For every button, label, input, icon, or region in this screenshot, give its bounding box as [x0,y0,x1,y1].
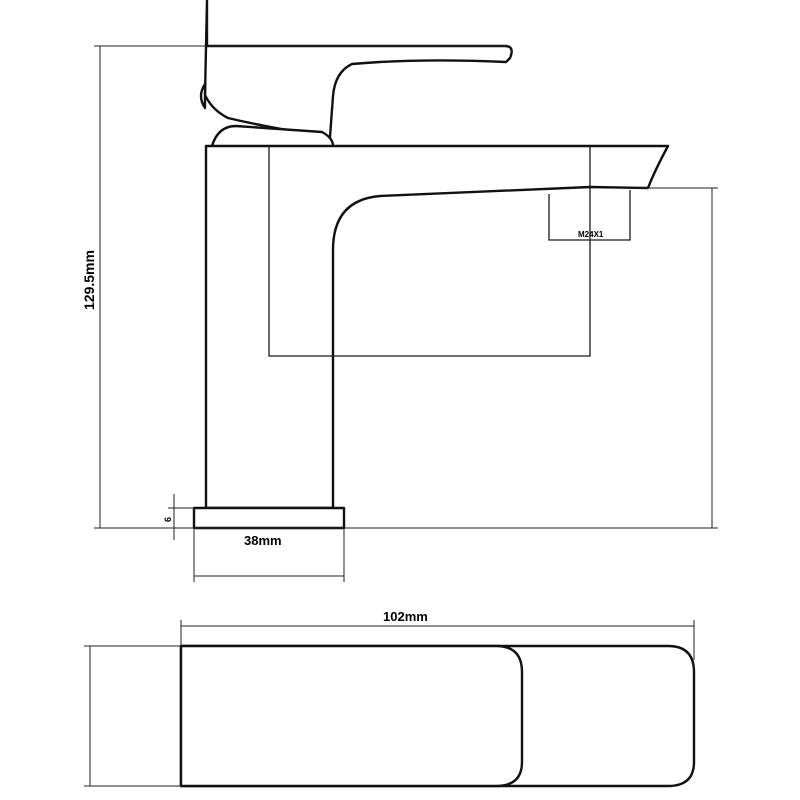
handle-lever [203,0,513,139]
outlet-height-dimension [640,187,718,528]
internal-waterway [268,146,591,357]
aerator-thread [548,190,631,241]
base-width-dimension: 38mm [193,528,345,582]
height-dimension: 129.5mm [81,45,718,529]
length-label: 102mm [383,609,428,624]
side-elevation: M24X1 [192,0,670,530]
plan-handle-outline [179,644,524,788]
length-dimension: 102mm [180,609,695,660]
faucet-body [204,144,670,510]
cartridge-dome [210,124,335,147]
base-width-label: 38mm [244,533,282,548]
base-thickness-dimension: 6 [163,494,194,540]
base-plate [192,506,346,530]
handle-pivot [199,82,207,110]
height-label: 129.5mm [81,250,97,310]
depth-dimension [84,645,181,787]
plan-view [179,644,696,788]
thread-label: M24X1 [578,230,604,239]
base-thickness-label: 6 [163,517,173,522]
